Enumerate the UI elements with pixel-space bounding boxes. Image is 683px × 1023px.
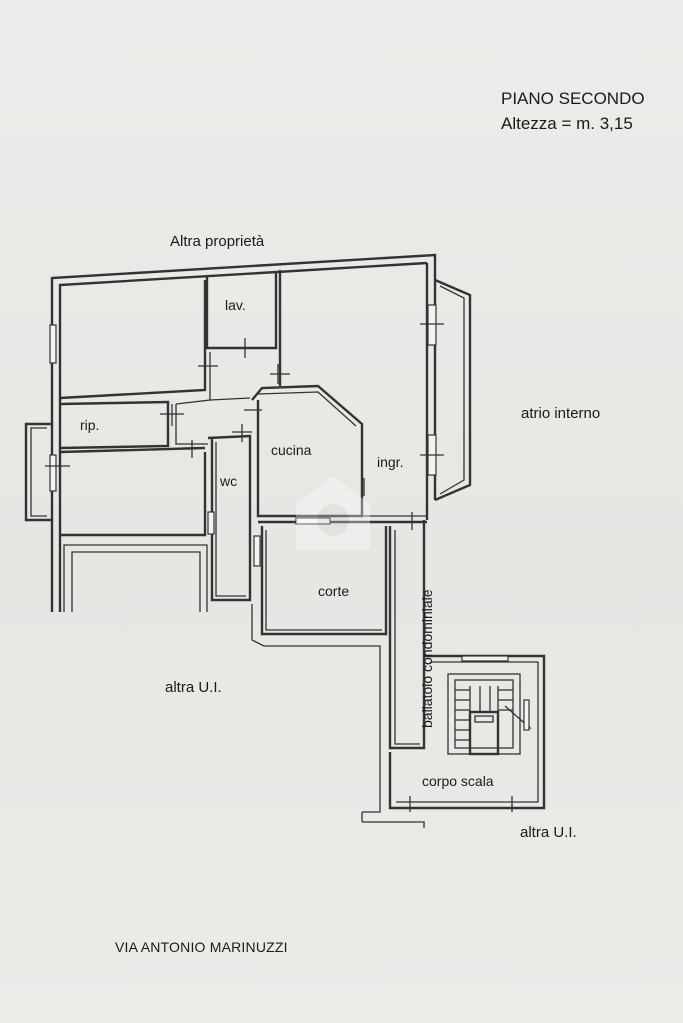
label-top-neighbor: Altra proprietà [170,233,265,250]
street-name: VIA ANTONIO MARINUZZI [115,939,288,955]
room-courtyard: corte [318,583,350,599]
room-balcony: ballatoio condominiale [419,589,435,728]
room-entrance: ingr. [377,454,404,470]
label-other-unit-left: altra U.I. [165,679,222,696]
label-atrium: atrio interno [521,405,601,422]
floor-title: PIANO SECONDO [501,89,645,108]
stairwell [361,654,546,828]
outer-walls [24,253,437,612]
house-logo-watermark [296,476,370,550]
room-kitchen: cucina [271,442,312,458]
door-markers [45,323,513,812]
label-other-unit-right: altra U.I. [520,824,577,841]
room-stairwell: corpo scala [422,773,494,789]
room-wc: wc [220,473,238,489]
interior-walls [59,270,427,813]
atrium-balcony [434,278,472,502]
ceiling-height: Altezza = m. 3,15 [501,114,633,133]
room-laundry: lav. [225,297,246,313]
room-storage: rip. [80,417,100,433]
